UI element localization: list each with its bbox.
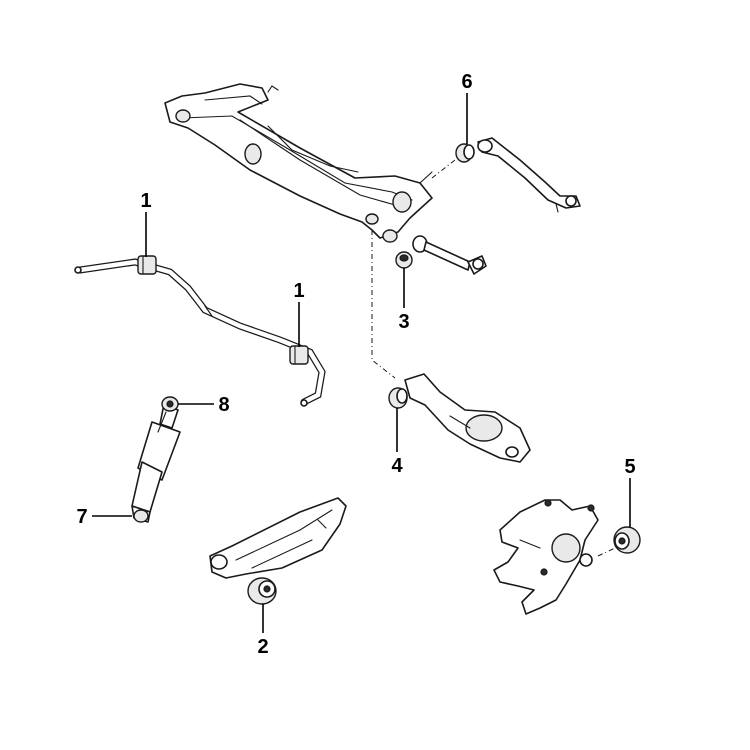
lower-arm-bushing <box>388 387 408 409</box>
trailing-arm <box>209 497 347 579</box>
callout-4: 4 <box>391 408 403 477</box>
toe-link-arm <box>477 137 581 213</box>
stabilizer-bar <box>74 258 326 407</box>
knuckle-bushing <box>613 526 641 554</box>
shock-absorber <box>131 403 181 523</box>
upper-arm-bushing <box>395 251 413 269</box>
callout-label-1-right: 1 <box>293 280 304 302</box>
shock-lower-bushing <box>133 509 149 523</box>
callout-label-4: 4 <box>391 455 403 477</box>
callout-1-right: 1 <box>293 280 305 347</box>
callout-1-left: 1 <box>140 190 152 257</box>
upper-arm-link <box>412 235 487 275</box>
toe-link-bushing <box>455 143 475 163</box>
callout-label-8: 8 <box>218 394 229 416</box>
callout-5: 5 <box>624 456 636 527</box>
callout-7: 7 <box>76 506 132 528</box>
shock-upper-bushing <box>161 396 179 412</box>
callout-label-5: 5 <box>624 456 635 478</box>
callout-label-6: 6 <box>461 71 472 93</box>
stabilizer-bushing-left <box>137 255 157 275</box>
callout-6: 6 <box>461 71 473 144</box>
stabilizer-bushing-right <box>289 345 309 365</box>
trailing-arm-bushing <box>247 577 277 605</box>
callout-label-1-left: 1 <box>140 190 151 212</box>
rear-knuckle <box>493 499 616 615</box>
callout-2: 2 <box>257 604 269 658</box>
lower-control-arm <box>404 373 531 463</box>
callout-label-2: 2 <box>257 636 268 658</box>
callout-label-7: 7 <box>76 506 87 528</box>
callout-3: 3 <box>398 268 410 333</box>
callout-label-3: 3 <box>398 311 409 333</box>
rear-subframe <box>164 83 456 379</box>
callout-8: 8 <box>178 394 230 416</box>
